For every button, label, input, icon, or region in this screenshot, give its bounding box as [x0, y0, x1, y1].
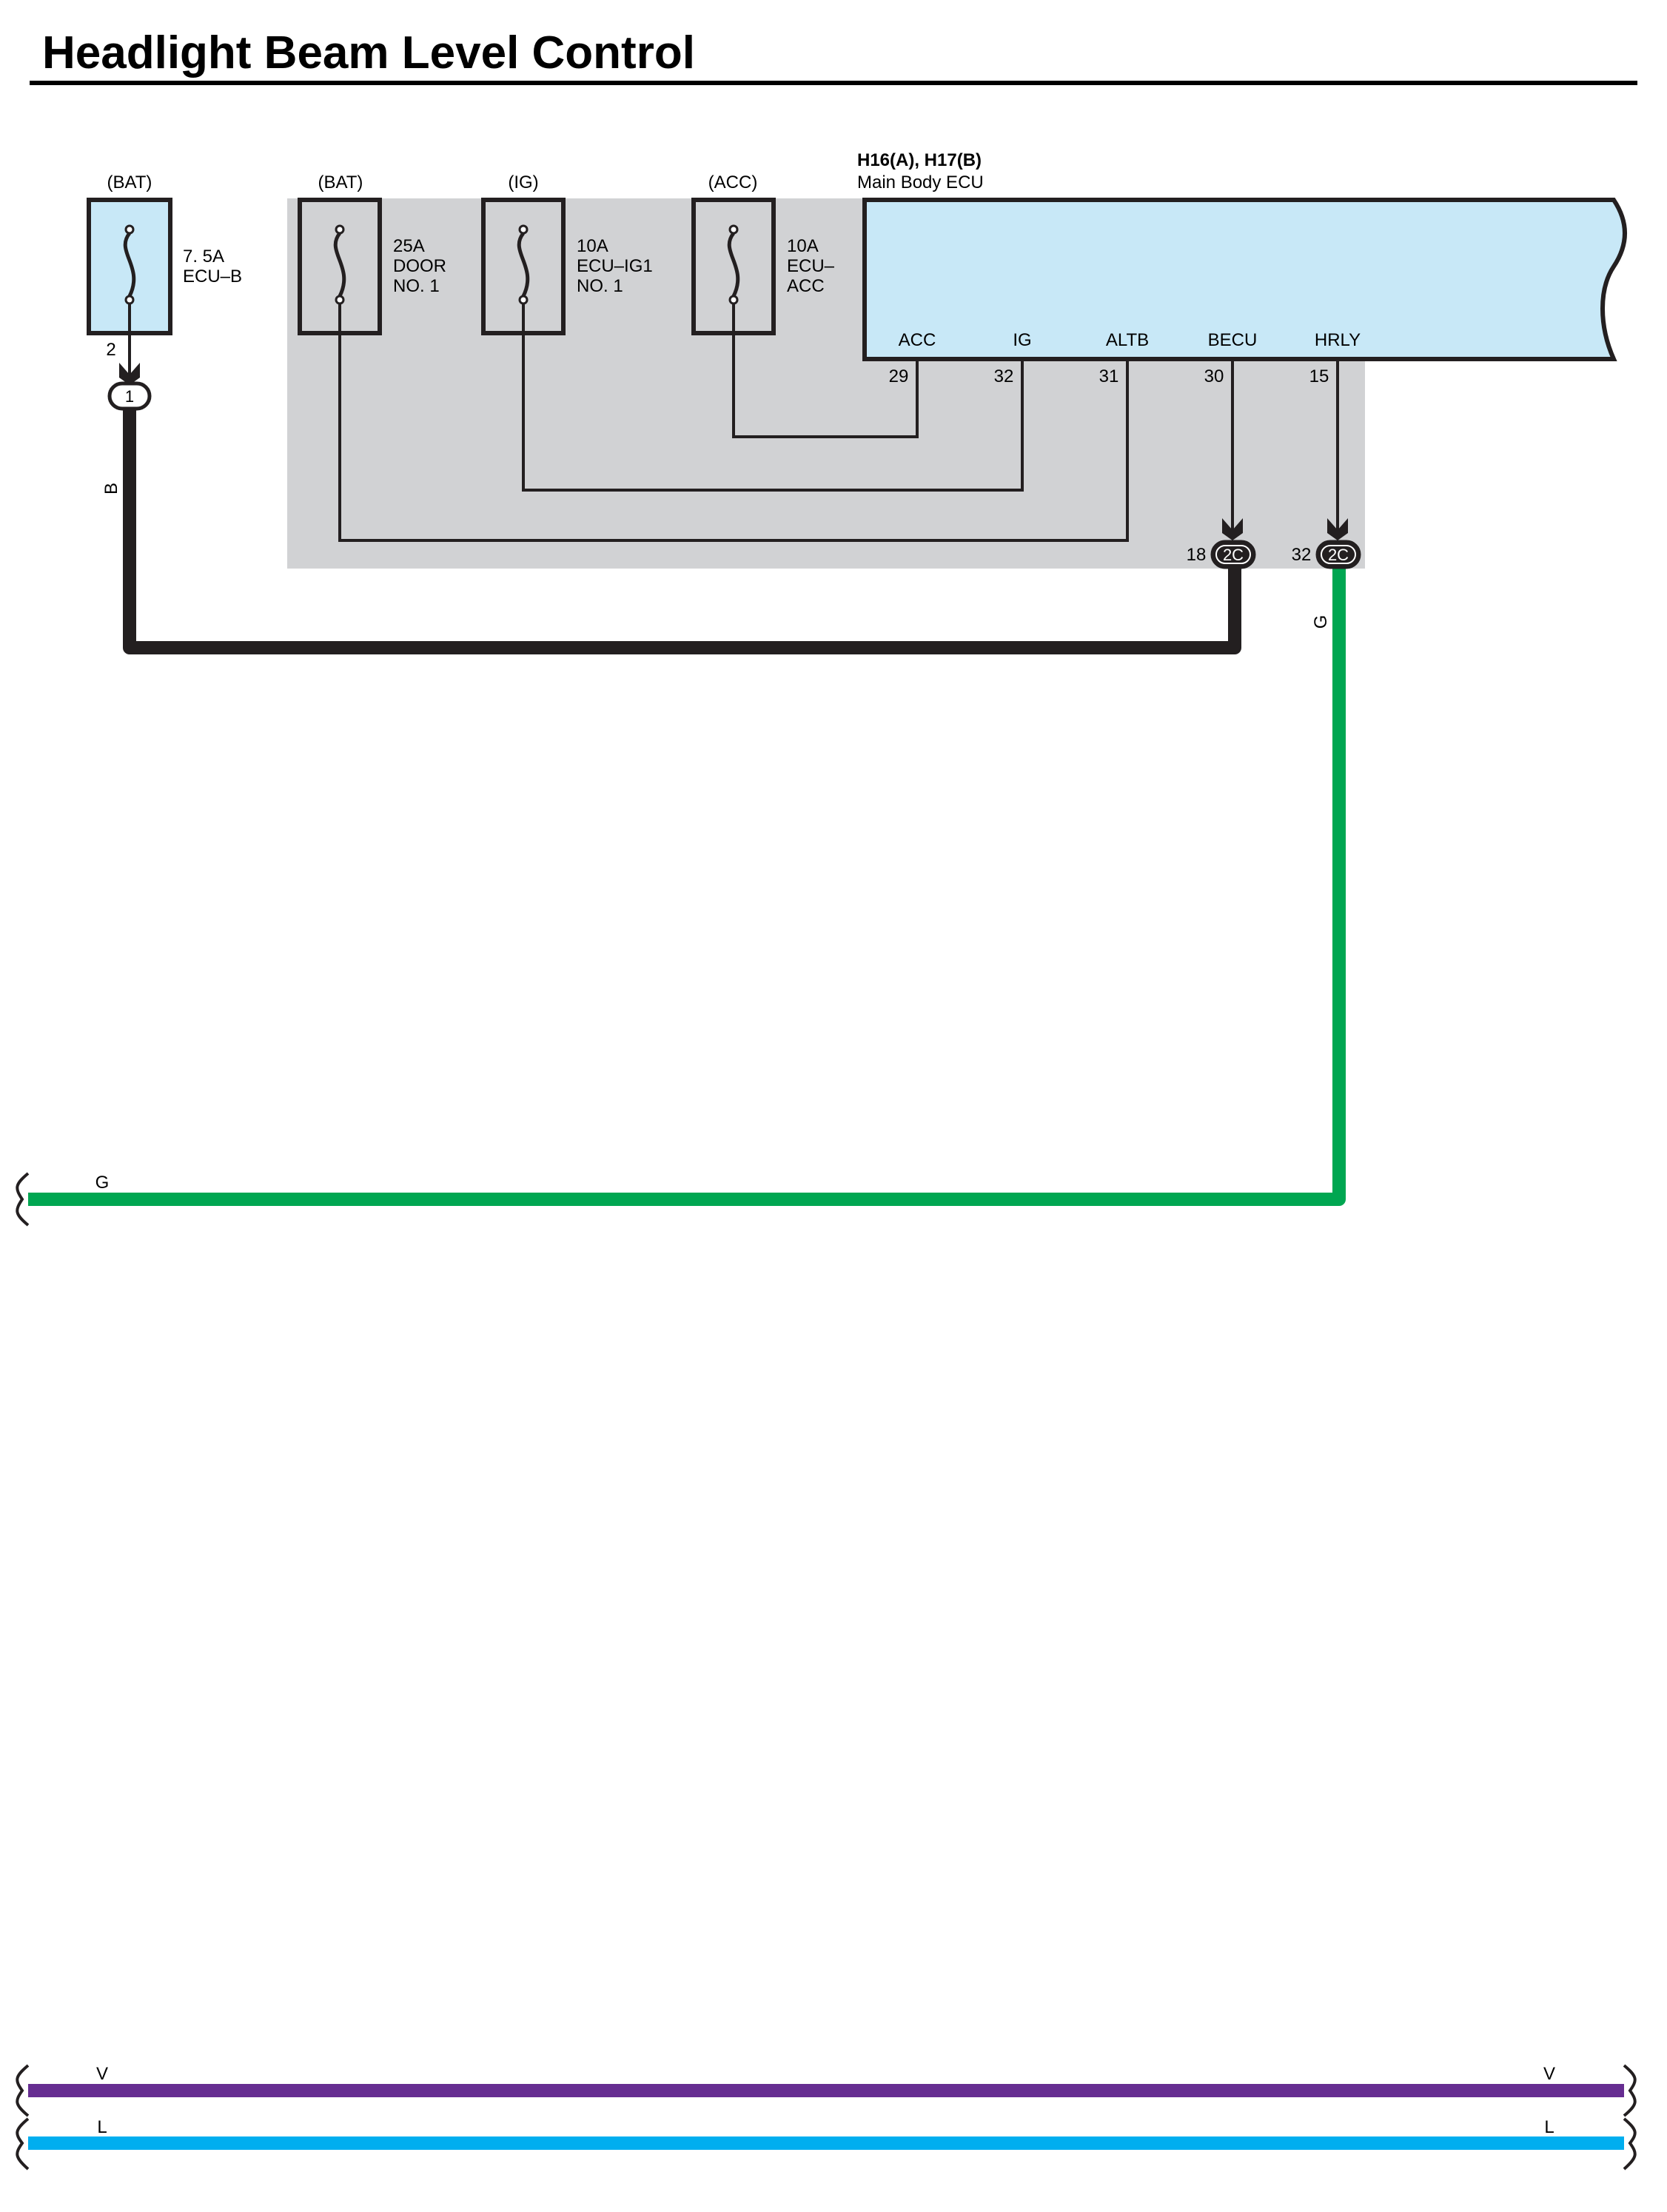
fuse-source-label: (IG) [508, 172, 538, 192]
connector-label: 1 [125, 387, 134, 406]
fuse-rating: 7. 5A [183, 247, 224, 267]
fuse-name-line: NO. 1 [577, 276, 623, 296]
connector-2c-becu: 2C 18 [1187, 540, 1256, 569]
wire-break-icon [1623, 2064, 1637, 2117]
connector-pin-number: 32 [1292, 545, 1312, 565]
ecu-pin-number: 31 [1099, 366, 1119, 386]
connector-2c-hrly: 2C 32 [1292, 540, 1361, 569]
wire-color-label: G [95, 1173, 110, 1193]
ecu-pin-number: 15 [1309, 366, 1329, 386]
ecu-box [862, 198, 1627, 361]
fuse-ecu-b: (BAT) 7. 5A ECU–B 2 [87, 172, 242, 378]
wire-break-icon [16, 2064, 30, 2117]
ecu-name: Main Body ECU [857, 172, 984, 192]
connector-1: 1 [107, 381, 152, 411]
ecu-terminal-name: ALTB [1106, 330, 1149, 350]
fuse-rating: 25A [393, 236, 425, 256]
fuse-name-line: ECU– [787, 256, 835, 276]
connector-pin-number: 18 [1187, 545, 1207, 565]
connector-arrow-icon [1327, 518, 1348, 540]
fuse-icon [123, 224, 136, 305]
fuse-name-line: ECU–IG1 [577, 256, 653, 276]
connector-arrow-icon [119, 363, 140, 385]
wire-break-icon [16, 2117, 30, 2171]
wire-break-icon [16, 1172, 30, 1227]
wire-color-label: L [1544, 2117, 1554, 2137]
ecu-pin-number: 30 [1204, 366, 1224, 386]
ecu-terminal-name: IG [1013, 330, 1031, 350]
wire-color-label: B [101, 483, 121, 495]
ecu-terminal-name: BECU [1208, 330, 1258, 350]
fuse-name-line: ACC [787, 276, 825, 296]
wire-battery-b [123, 407, 1241, 654]
fuse-name-line: DOOR [393, 256, 446, 276]
fuse-name-line: ECU–B [183, 267, 242, 286]
wire-altb [338, 304, 1129, 542]
connector-arrow-icon [1222, 518, 1243, 540]
fuse-pin-number: 2 [106, 340, 115, 360]
connector-label: 2C [1328, 546, 1349, 564]
wire-break-icon [1623, 2117, 1637, 2171]
wire-color-label: V [1543, 2064, 1555, 2084]
wire-acc [732, 304, 919, 438]
page-title: Headlight Beam Level Control [42, 27, 695, 78]
ecu-pin-number: 32 [994, 366, 1014, 386]
connector-label: 2C [1223, 546, 1244, 564]
fuse-rating: 10A [577, 236, 608, 256]
wire-hrly-g [28, 566, 1346, 1206]
wire-color-label: L [97, 2117, 107, 2137]
main-body-ecu: H16(A), H17(B) Main Body ECU ACC IG ALTB… [857, 150, 1627, 386]
wire-ig [522, 304, 1024, 492]
fuse-rating: 10A [787, 236, 819, 256]
wire-color-label: G [1311, 615, 1331, 629]
ecu-connector-ids: H16(A), H17(B) [857, 150, 982, 170]
fuse-source-label: (BAT) [107, 172, 152, 192]
fuse-source-label: (BAT) [318, 172, 363, 192]
fuse-name-line: NO. 1 [393, 276, 440, 296]
fuse-source-label: (ACC) [708, 172, 758, 192]
internal-wires [338, 304, 1339, 542]
ecu-terminal-name: HRLY [1315, 330, 1361, 350]
ecu-pin-number: 29 [889, 366, 909, 386]
wire-color-label: V [96, 2064, 108, 2084]
ecu-terminal-name: ACC [899, 330, 936, 350]
